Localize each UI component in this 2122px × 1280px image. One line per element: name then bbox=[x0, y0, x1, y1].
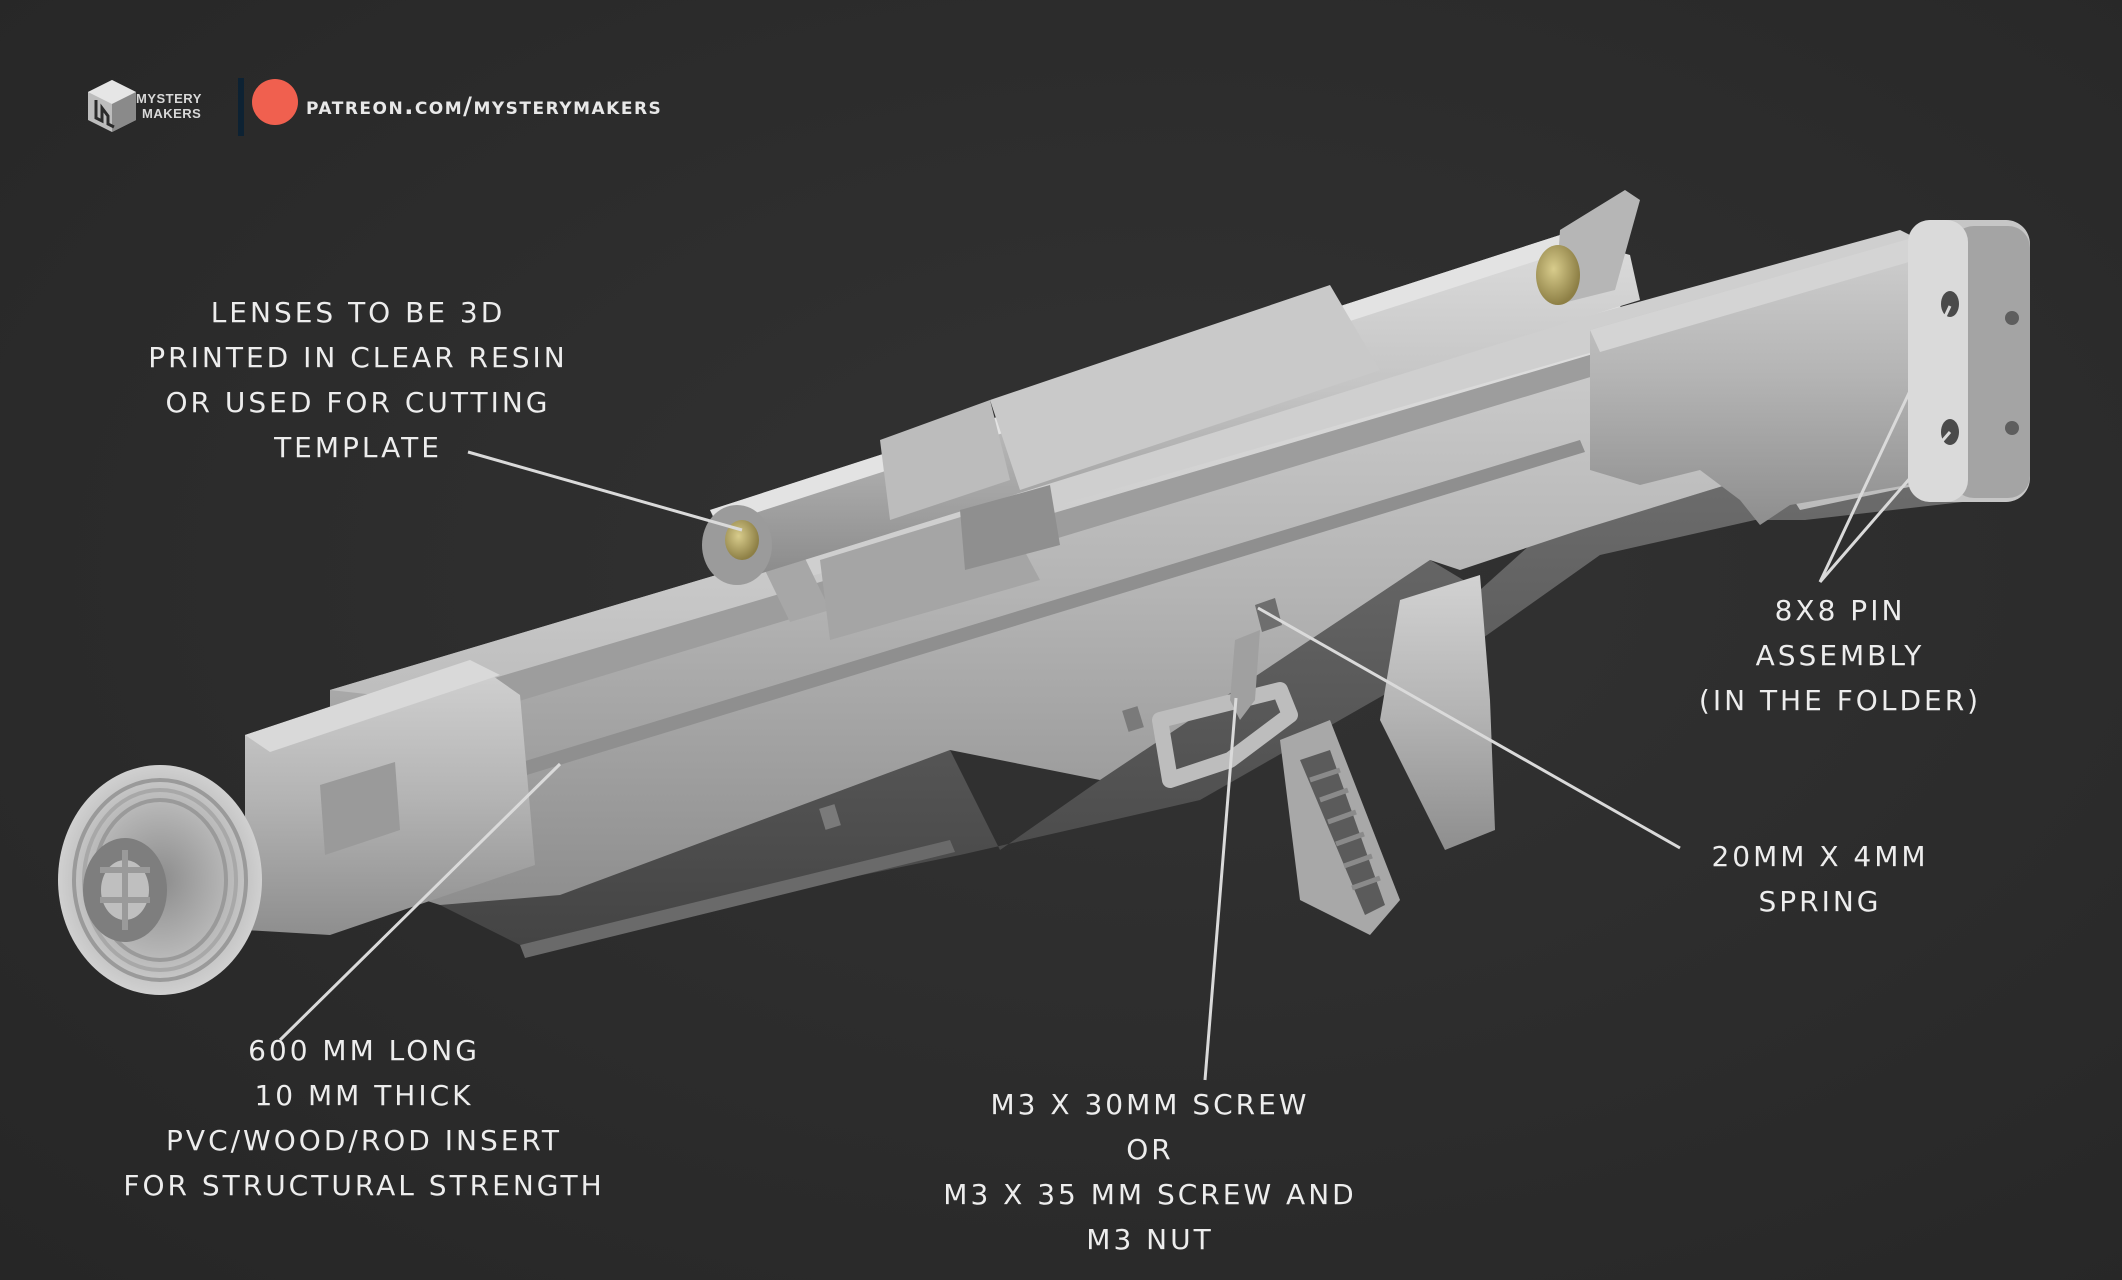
annotation-line: M3 NUT bbox=[1086, 1223, 1214, 1256]
annotation-line: 10 MM THICK bbox=[254, 1079, 474, 1112]
leader-line-lenses bbox=[467, 450, 743, 532]
annotation-line: OR USED FOR CUTTING bbox=[165, 386, 551, 419]
mystery-makers-brand: MYSTERY MAKERS bbox=[86, 78, 216, 138]
annotation-lenses: LENSES TO BE 3D PRINTED IN CLEAR RESIN O… bbox=[108, 290, 608, 470]
annotation-rod-insert: 600 MM LONG 10 MM THICK PVC/WOOD/ROD INS… bbox=[84, 1028, 644, 1208]
annotation-line: LENSES TO BE 3D bbox=[210, 296, 506, 329]
brand-line-2: MAKERS bbox=[142, 106, 202, 121]
annotation-line: ASSEMBLY bbox=[1755, 639, 1925, 672]
annotation-line: (IN THE FOLDER) bbox=[1698, 684, 1982, 717]
muzzle bbox=[58, 660, 535, 995]
annotation-line: FOR STRUCTURAL STRENGTH bbox=[123, 1169, 605, 1202]
leader-line-pin-upper bbox=[1818, 305, 1952, 583]
annotation-line: 20MM X 4MM bbox=[1711, 840, 1929, 873]
leader-line-spring bbox=[1257, 606, 1681, 850]
patreon-logo-bar-icon bbox=[238, 78, 244, 136]
scope bbox=[702, 190, 1640, 640]
annotation-line: TEMPLATE bbox=[274, 431, 442, 464]
annotation-line: M3 X 30MM SCREW bbox=[990, 1088, 1310, 1121]
annotation-screw: M3 X 30MM SCREW OR M3 X 35 MM SCREW AND … bbox=[870, 1082, 1430, 1262]
annotation-line: OR bbox=[1126, 1133, 1174, 1166]
brand-line-1: MYSTERY bbox=[136, 91, 202, 106]
annotation-line: SPRING bbox=[1758, 885, 1882, 918]
annotation-spring: 20MM X 4MM SPRING bbox=[1630, 834, 2010, 924]
leader-line-pin-lower bbox=[1818, 431, 1952, 583]
annotation-line: PRINTED IN CLEAR RESIN bbox=[148, 341, 568, 374]
annotation-line: M3 X 35 MM SCREW AND bbox=[943, 1178, 1357, 1211]
stock bbox=[1590, 220, 2030, 525]
annotation-pin-assembly: 8X8 PIN ASSEMBLY (IN THE FOLDER) bbox=[1640, 588, 2040, 723]
leader-lines bbox=[278, 305, 1952, 1081]
annotation-line: PVC/WOOD/ROD INSERT bbox=[166, 1124, 562, 1157]
magazine bbox=[1280, 575, 1495, 935]
leader-line-screw bbox=[1203, 697, 1238, 1081]
brand-wordmark: MYSTERY MAKERS bbox=[136, 91, 202, 121]
mystery-makers-cube-logo-icon bbox=[88, 80, 136, 132]
annotation-line: 600 MM LONG bbox=[248, 1034, 480, 1067]
patreon-logo-icon bbox=[252, 79, 298, 125]
leader-line-insert bbox=[278, 762, 562, 1042]
annotation-line: 8X8 PIN bbox=[1774, 594, 1906, 627]
